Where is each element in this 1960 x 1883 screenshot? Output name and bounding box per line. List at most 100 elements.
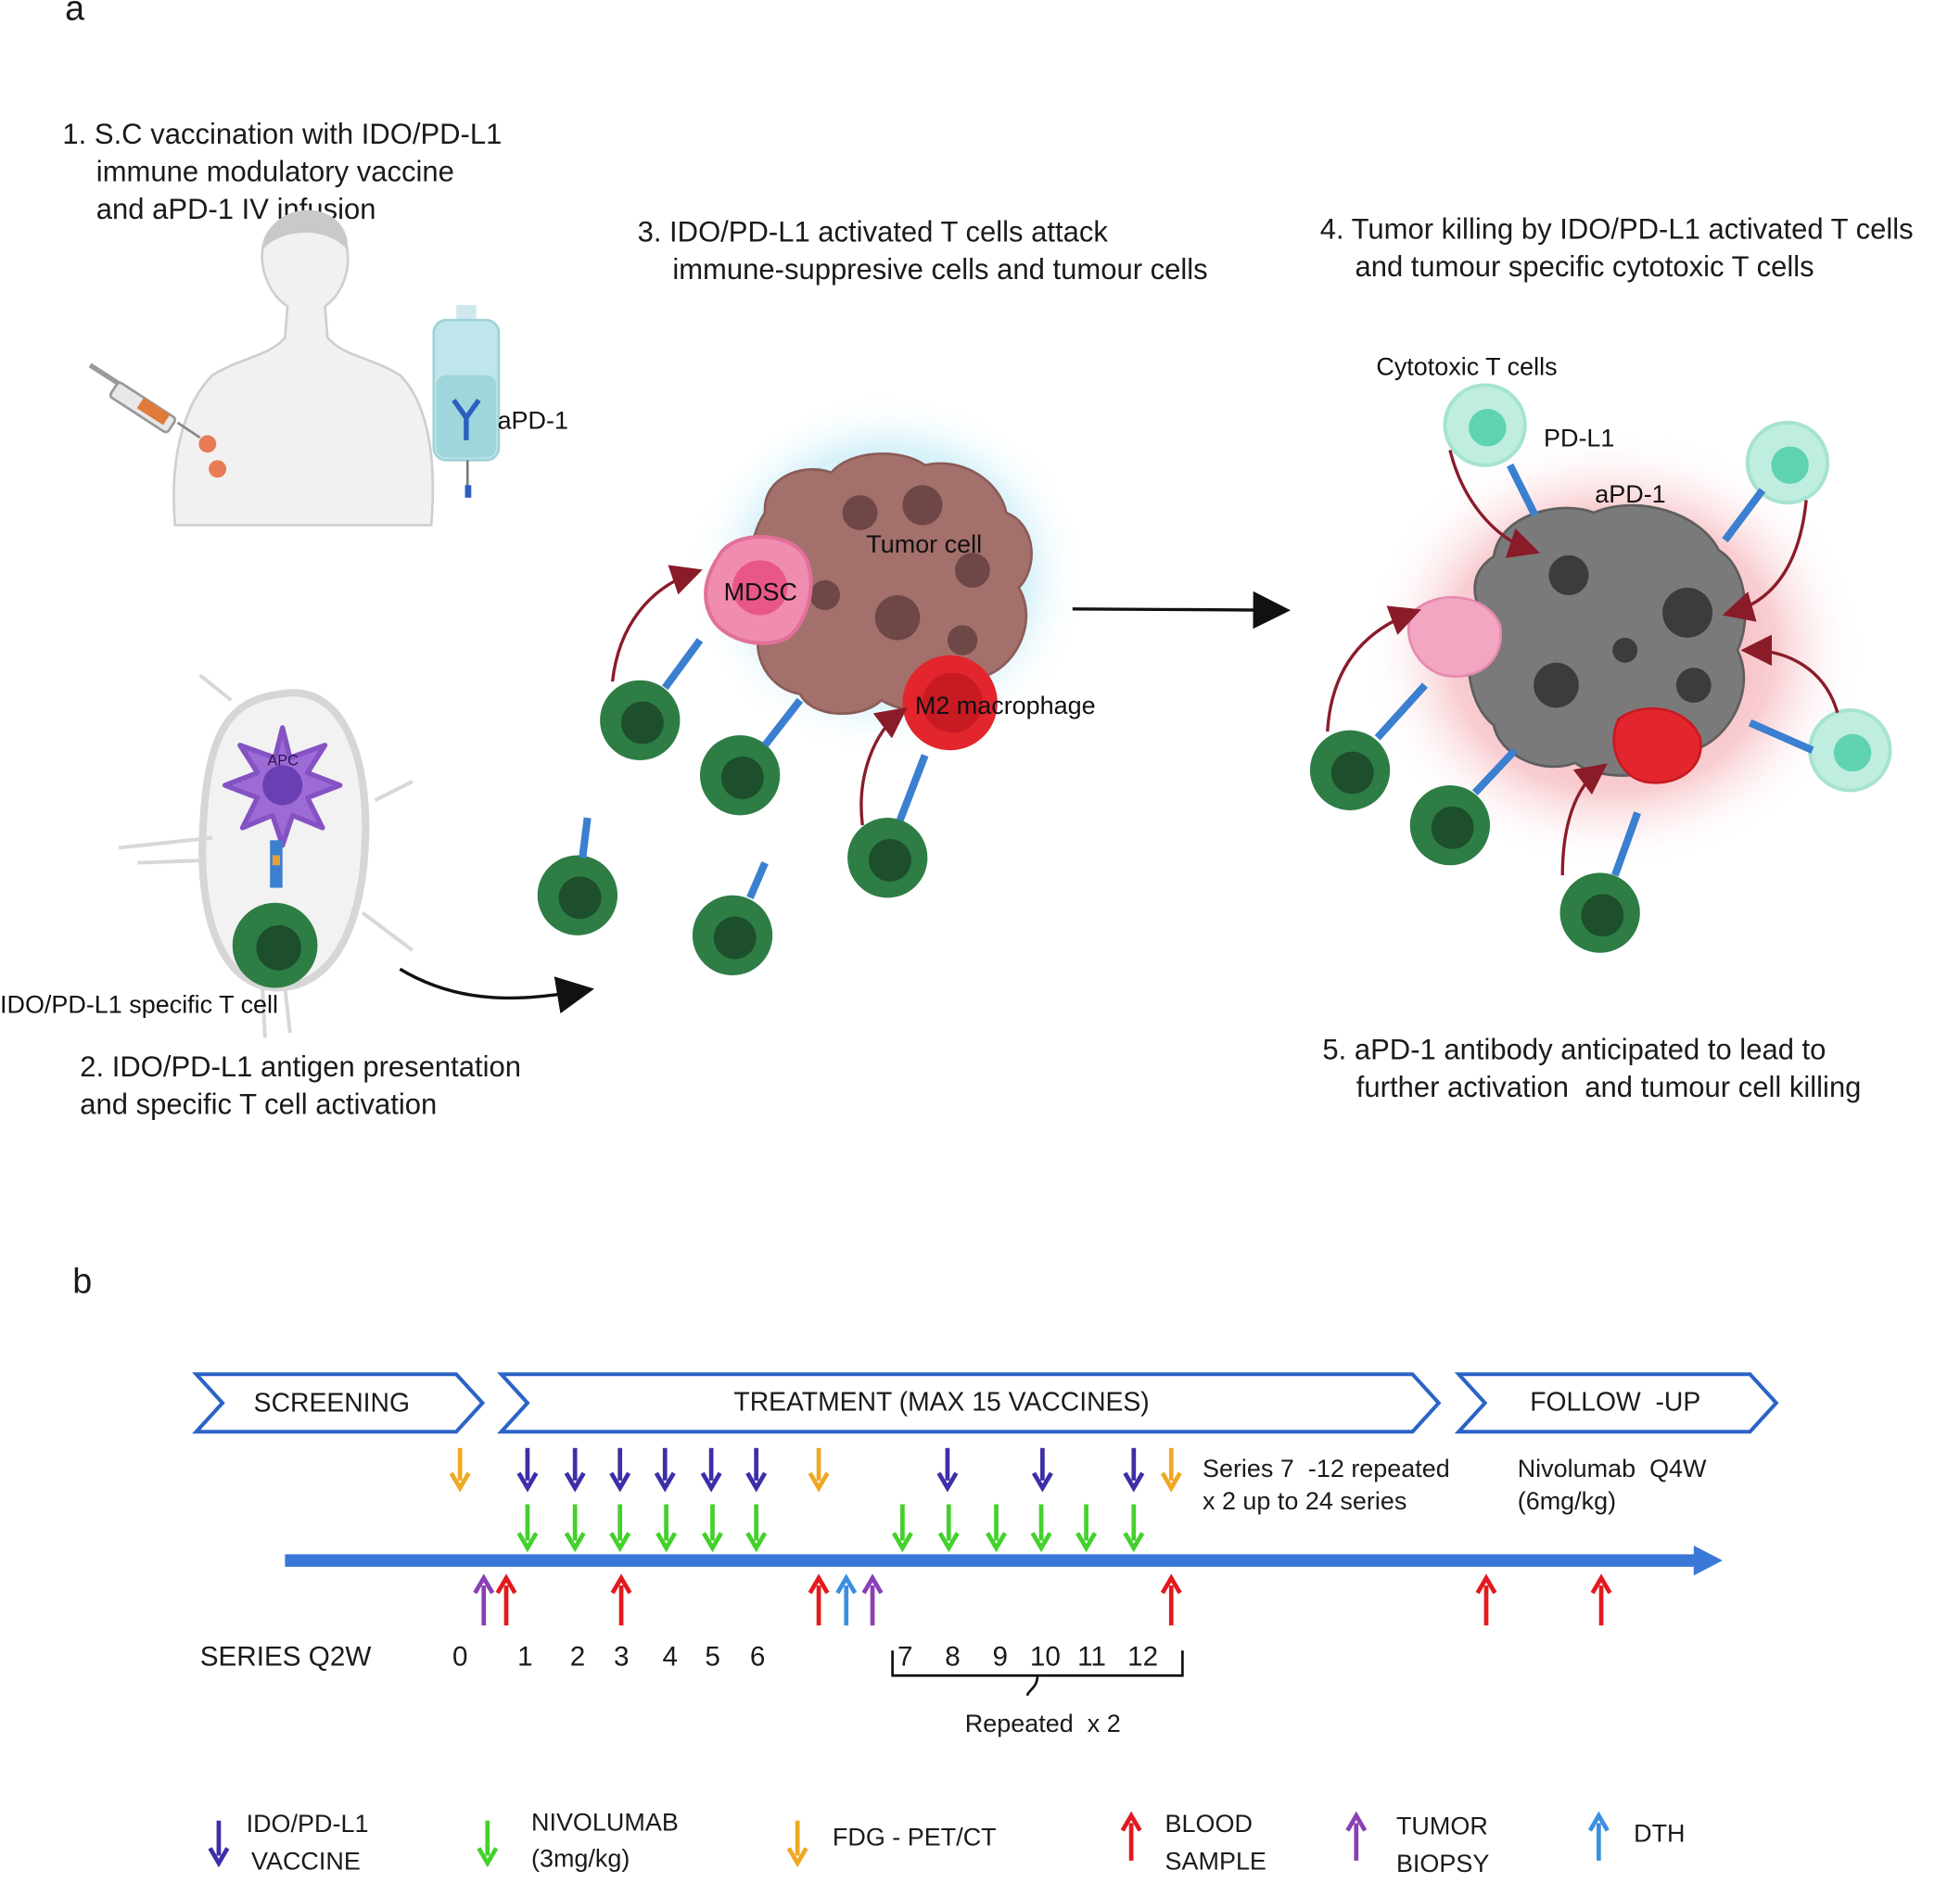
blood-arrow xyxy=(1475,1573,1497,1626)
dth-arrow xyxy=(835,1573,858,1626)
nivo-note-line1: Nivolumab Q4W xyxy=(1517,1455,1707,1483)
nivolumab-arrow xyxy=(609,1504,631,1553)
nivolumab-arrow xyxy=(1075,1504,1098,1553)
legend-arrows xyxy=(208,1811,1610,1868)
nivolumab-arrow xyxy=(986,1504,1007,1553)
series-note-line2: x 2 up to 24 series xyxy=(1202,1487,1407,1516)
timeline-bar xyxy=(285,1554,1698,1567)
panel-a-illustration: aPD-1 APC IDO/PD-L1 specific T cell xyxy=(0,210,1892,1038)
legend-vaccine-line2: VACCINE xyxy=(250,1848,361,1877)
series-number: 9 xyxy=(992,1640,1008,1673)
flow-arrow-2-to-3 xyxy=(399,967,594,1014)
step2-line2: and specific T cell activation xyxy=(80,1088,438,1121)
nivolumab-arrow xyxy=(745,1504,768,1553)
step2-line1: 2. IDO/PD-L1 antigen presentation xyxy=(80,1050,522,1083)
vaccine-arrow xyxy=(654,1447,676,1493)
phase-screening xyxy=(192,1372,486,1434)
legend-biopsy-icon xyxy=(1345,1811,1368,1861)
series-label: SERIES Q2W xyxy=(199,1640,372,1673)
legend-dth-icon xyxy=(1587,1811,1610,1861)
biopsy-arrow xyxy=(473,1573,495,1626)
t-cell-label: IDO/PD-L1 specific T cell xyxy=(0,990,278,1018)
step4-line1: 4. Tumor killing by IDO/PD-L1 activated … xyxy=(1319,212,1914,246)
m2-label: M2 macrophage xyxy=(915,692,1096,719)
vaccine-arrow xyxy=(700,1447,722,1493)
vaccine-arrow xyxy=(564,1447,586,1493)
legend-dth: DTH xyxy=(1634,1820,1686,1849)
phase-screening-label: SCREENING xyxy=(253,1389,411,1419)
injection-site xyxy=(198,435,217,453)
nivolumab-arrow xyxy=(655,1504,678,1553)
injection-site xyxy=(209,460,227,478)
vaccine-arrow xyxy=(936,1447,959,1493)
legend-fdg: FDG - PET/CT xyxy=(832,1824,997,1852)
series-number: 2 xyxy=(569,1640,586,1673)
blood-arrow xyxy=(1590,1573,1612,1626)
cytotoxic-t-cells xyxy=(1443,383,1892,793)
repeat-bracket xyxy=(891,1650,1184,1697)
flow-arrow-3-to-4 xyxy=(1072,591,1292,630)
legend-vaccine-line1: IDO/PD-L1 xyxy=(246,1810,369,1838)
step1-line1: 1. S.C vaccination with IDO/PD-L1 xyxy=(62,117,503,150)
patient-figure xyxy=(172,210,435,527)
mdsc-cell xyxy=(704,534,813,645)
blood-arrow xyxy=(495,1573,517,1626)
apc-label: APC xyxy=(268,752,299,769)
series-note-line1: Series 7 -12 repeated xyxy=(1202,1455,1450,1483)
step3-line2: immune-suppresive cells and tumour cells xyxy=(672,252,1208,286)
legend-vaccine-icon xyxy=(208,1820,230,1868)
blood-arrow xyxy=(808,1573,830,1626)
tumor-cell-label: Tumor cell xyxy=(866,530,982,558)
biopsy-arrow xyxy=(861,1573,884,1626)
legend-biopsy-line1: TUMOR xyxy=(1395,1813,1488,1841)
phase-followup xyxy=(1454,1372,1779,1434)
step5-line1: 5. aPD-1 antibody anticipated to lead to xyxy=(1322,1033,1826,1066)
panel-a-letter: a xyxy=(65,0,85,28)
tumor-mass xyxy=(749,452,1033,716)
series-number: 0 xyxy=(452,1640,468,1673)
series-number: 12 xyxy=(1127,1640,1159,1673)
fdg-arrow xyxy=(449,1447,471,1493)
vaccine-arrow xyxy=(516,1447,539,1493)
vaccine-arrow xyxy=(1123,1447,1145,1493)
phase-treatment-label: TREATMENT (MAX 15 VACCINES) xyxy=(733,1388,1150,1418)
series-number: 8 xyxy=(945,1640,961,1673)
series-number: 3 xyxy=(613,1640,630,1673)
nivolumab-arrow xyxy=(564,1504,586,1553)
phase-treatment xyxy=(497,1372,1442,1434)
series-number: 1 xyxy=(517,1640,533,1673)
t-cells-step4 xyxy=(1309,450,1839,953)
legend-blood-line2: SAMPLE xyxy=(1165,1848,1266,1877)
series-number: 11 xyxy=(1077,1640,1106,1673)
vaccine-arrow xyxy=(745,1447,768,1493)
nivolumab-arrow xyxy=(937,1504,960,1553)
legend-blood-icon xyxy=(1120,1811,1142,1861)
t-cell-nucleus xyxy=(256,925,301,971)
up-arrows xyxy=(473,1573,1612,1626)
nivo-note-line2: (6mg/kg) xyxy=(1517,1487,1617,1516)
fdg-arrow xyxy=(808,1447,830,1493)
legend-nivolumab-icon xyxy=(477,1820,499,1868)
cytotoxic-label: Cytotoxic T cells xyxy=(1376,353,1557,381)
panel-b-timeline xyxy=(192,1372,1779,1868)
legend-blood-line1: BLOOD xyxy=(1165,1810,1253,1838)
step5-line2: further activation and tumour cell killi… xyxy=(1355,1070,1862,1103)
nivolumab-arrow xyxy=(516,1504,539,1553)
nivolumab-arrow xyxy=(891,1504,913,1553)
nivolumab-arrow xyxy=(1030,1504,1052,1553)
series-number: 6 xyxy=(749,1640,766,1673)
timeline-arrowhead xyxy=(1693,1545,1723,1576)
tumor-mass-dying xyxy=(1406,503,1747,784)
nivolumab-arrow xyxy=(1123,1504,1145,1553)
apc-cell: APC xyxy=(222,725,343,888)
blood-arrow xyxy=(610,1573,632,1626)
panel-b-letter: b xyxy=(72,1261,93,1301)
t-cells-step3 xyxy=(537,565,929,975)
repeated-label: Repeated x 2 xyxy=(964,1711,1121,1738)
vaccine-arrow xyxy=(609,1447,631,1493)
step1-line2: immune modulatory vaccine xyxy=(95,155,454,188)
series-number: 7 xyxy=(897,1640,913,1673)
m2-nucleus xyxy=(922,672,983,733)
series-number: 10 xyxy=(1029,1640,1061,1673)
